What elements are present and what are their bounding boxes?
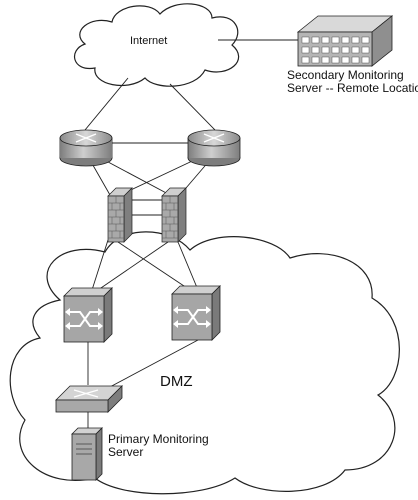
link-firewall-right-switch-left [97,241,169,291]
dmz-cloud-icon [9,231,400,495]
link-firewall-left-switch-left [91,239,109,291]
link-internet-router-right [169,83,216,131]
secondary-server-building-icon [296,15,394,67]
primary-server-label-line2: Server [108,445,143,459]
internet-cloud-icon [74,3,240,87]
secondary-server-label-line1: Secondary Monitoring [287,68,404,82]
dmz-label: DMZ [160,373,193,390]
link-firewall-left-switch-right [117,241,191,291]
switch-right-icon [171,285,221,341]
link-switch-right-hub [107,339,199,389]
network-links [84,39,300,428]
router-right-icon [187,129,241,167]
primary-server-label-line1: Primary Monitoring [108,432,209,446]
switch-left-icon [63,287,113,343]
firewall-left-icon [107,187,133,243]
firewall-right-icon [161,187,187,243]
secondary-server-label-line2: Server -- Remote Location [287,81,418,95]
dmz-hub-icon [55,385,123,413]
link-firewall-right-switch-right [177,241,199,291]
router-left-icon [59,129,113,167]
internet-label: Internet [130,35,167,47]
link-internet-router-left [84,77,129,131]
primary-server-tower-icon [71,427,103,481]
